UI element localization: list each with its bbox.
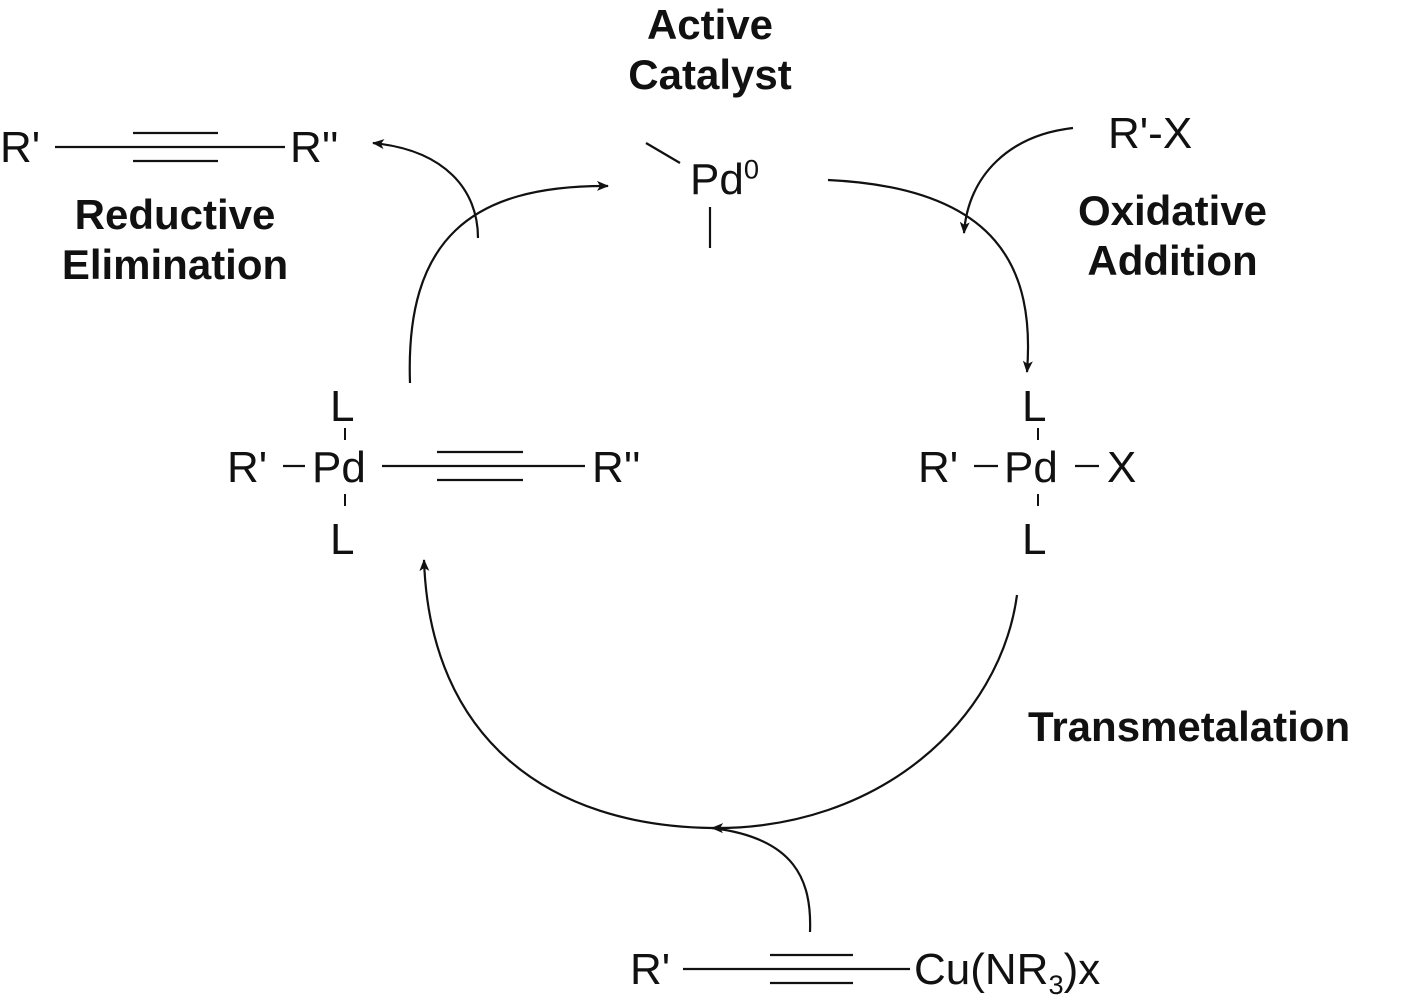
cu-amine-subscript: 3 [1048,968,1064,1000]
pd0-ligand-upper [645,142,681,164]
product-r-double-prime: R'' [290,123,339,172]
product-r-prime: R' [0,123,41,172]
adduct-r-prime: R' [918,443,959,492]
copper-acetylide-cu-group: Cu(NR3)x [914,945,1101,998]
alkynyl-pd-ligand-bottom: L [330,515,355,564]
cu-amine-suffix: )x [1063,945,1101,994]
active-catalyst-label: Active Catalyst [590,0,830,101]
arc-alkynyl-pd-to-pd0 [408,180,609,384]
alkynyl-pd-r-prime: R' [227,443,268,492]
reagent-r-x: R'-X [1108,109,1193,158]
arrow-product-out [372,139,480,239]
pd0-metal: Pd [690,155,744,204]
adduct-metal: Pd [1004,443,1058,492]
alkynyl-pd-r-double-prime: R'' [592,443,641,492]
active-catalyst-line-1: Active [646,1,774,48]
oxidative-addition-line-1: Oxidative [1077,187,1268,234]
arc-to-alkynyl-pd [419,559,713,830]
arrow-copper-in [711,826,812,933]
arc-pd0-to-oxidative-adduct [827,178,1033,373]
arc-adduct-to-copper-entry [711,594,1019,834]
alkynyl-pd-metal: Pd [312,443,366,492]
adduct-halide: X [1107,443,1137,492]
adduct-ligand-top: L [1022,382,1047,431]
reductive-elimination-line-2: Elimination [61,241,289,289]
transmetalation-label: Transmetalation [1028,703,1351,750]
pd0-oxidation-state: 0 [743,153,759,185]
cu-amine-prefix: Cu(NR [914,945,1049,994]
oxidative-addition-label: Oxidative Addition [1030,186,1315,287]
arrow-reagent-in [959,126,1074,234]
reductive-elimination-label: Reductive Elimination [25,190,325,291]
active-catalyst-line-2: Catalyst [628,51,792,99]
adduct-ligand-bottom: L [1022,515,1047,564]
copper-acetylide-r-prime: R' [630,945,671,994]
pd0-species: Pd0 [690,155,759,204]
reductive-elimination-line-1: Reductive [74,191,276,238]
oxidative-addition-line-2: Addition [1087,237,1258,285]
alkynyl-pd-ligand-top: L [330,382,355,431]
